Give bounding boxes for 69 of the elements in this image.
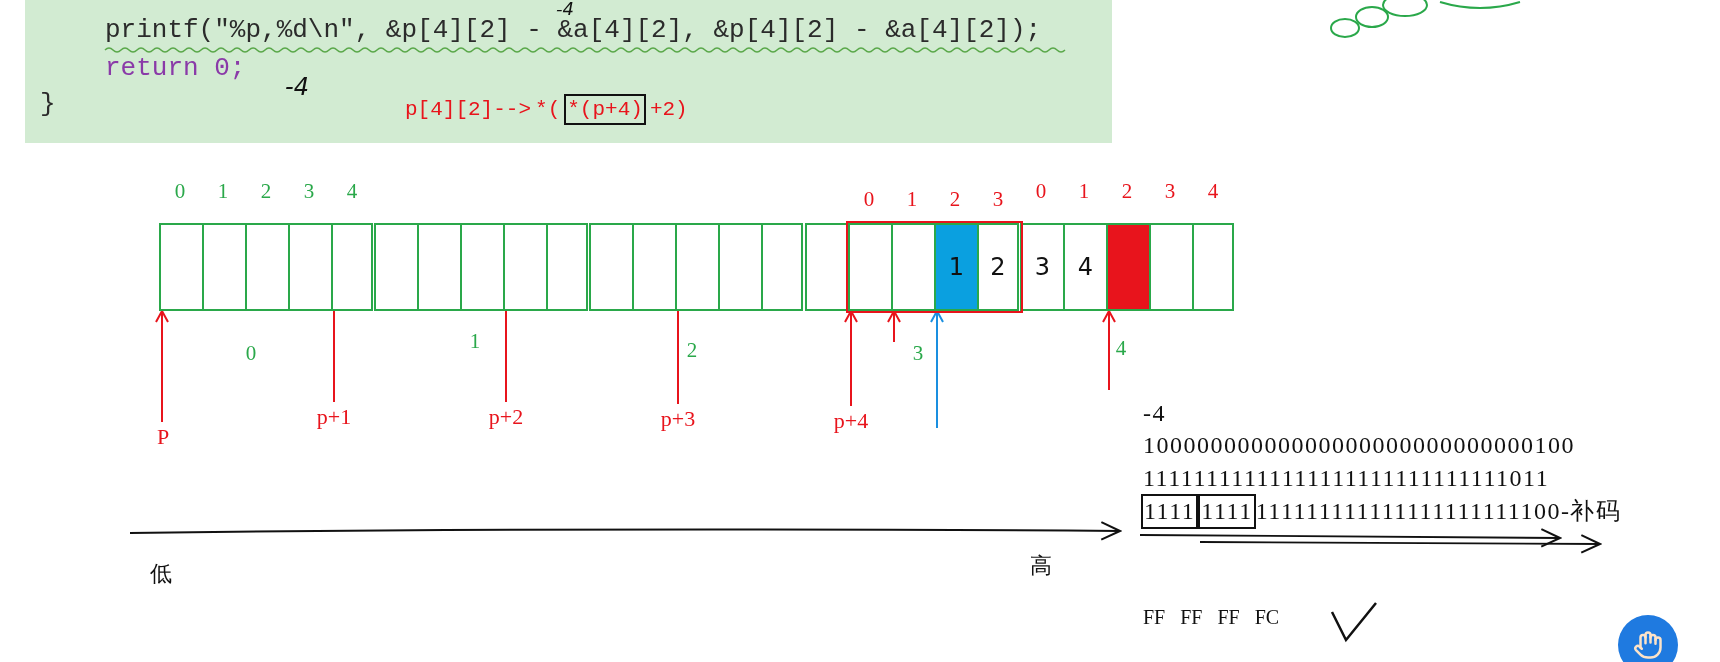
index-number: 1 — [906, 186, 918, 213]
memory-cell — [589, 223, 634, 311]
pointer-arrow — [930, 310, 944, 429]
index-number: 2 — [949, 186, 961, 213]
memory-cell — [159, 223, 204, 311]
memory-cell — [374, 223, 419, 311]
memory-cell — [1106, 223, 1151, 311]
memory-cell — [460, 223, 505, 311]
code-line: return 0; — [105, 52, 246, 85]
binary-number: 11111111111111111111111111111011 — [1143, 464, 1550, 493]
memory-cell — [718, 223, 763, 311]
index-number: 0 — [863, 186, 875, 213]
axis-label: 高 — [1030, 552, 1052, 580]
memory-cell — [761, 223, 803, 311]
pointer-label: p+1 — [306, 402, 362, 432]
index-number: 3 — [992, 186, 1004, 213]
memory-cell — [331, 223, 373, 311]
pointer-label: P — [135, 422, 191, 452]
pointer-label: p+3 — [650, 404, 706, 434]
index-number: 0 — [245, 340, 257, 367]
memory-cell — [202, 223, 247, 311]
index-number: 4 — [1207, 178, 1219, 205]
pointer-arrow — [887, 310, 901, 343]
code-line: } — [40, 88, 56, 121]
index-number: 3 — [1164, 178, 1176, 205]
memory-cell — [288, 223, 333, 311]
index-number: 4 — [1115, 335, 1127, 362]
handwritten-note: -4 — [556, 0, 574, 18]
code-line: printf("%p,%d\n", &p[4][2] - &a[4][2], &p[4][2] - &a[4][2]); — [105, 15, 1042, 47]
index-number: 1 — [1078, 178, 1090, 205]
index-number: 0 — [1035, 178, 1047, 205]
axis-label: 低 — [150, 560, 172, 588]
pointer-arrow — [155, 310, 169, 423]
memory-cell — [675, 223, 720, 311]
pointer-arrow — [844, 310, 858, 407]
handwritten-note: -4 — [285, 72, 309, 103]
index-number: 2 — [686, 337, 698, 364]
memory-cell — [245, 223, 290, 311]
memory-cell — [546, 223, 588, 311]
memory-cell — [632, 223, 677, 311]
index-number: 2 — [1121, 178, 1133, 205]
pointer-label: p+4 — [823, 406, 879, 436]
memory-cell — [503, 223, 548, 311]
memory-cell — [1149, 223, 1194, 311]
index-number: 1 — [217, 178, 229, 205]
binary-number: 10000000000000000000000000000100 — [1143, 431, 1575, 460]
pointer-arrow — [1102, 310, 1116, 391]
annotation-text: *(p+4) — [564, 94, 646, 126]
memory-cell — [848, 223, 893, 311]
annotation-text: *( — [535, 97, 561, 123]
index-number: 2 — [260, 178, 272, 205]
pointer-label: p+2 — [478, 402, 534, 432]
index-number: 3 — [912, 340, 924, 367]
annotation-text: +2) — [649, 97, 688, 123]
memory-cell — [417, 223, 462, 311]
memory-cell: 3 — [1020, 223, 1065, 311]
binary-number: 111111111111111111111100-补码 — [1255, 497, 1622, 526]
hex-bytes: FF FF FF FC — [1143, 605, 1280, 630]
index-number: 0 — [174, 178, 186, 205]
memory-cell — [1192, 223, 1234, 311]
annotation-text: p[4][2]--> — [405, 97, 532, 123]
index-number: 4 — [346, 178, 358, 205]
binary-number: 1111 — [1141, 494, 1199, 530]
index-number: 3 — [303, 178, 315, 205]
memory-cell: 1 — [934, 223, 979, 311]
binary-number: 1111 — [1198, 494, 1256, 530]
memory-cell: 2 — [977, 223, 1019, 311]
binary-number: -4 — [1143, 399, 1166, 428]
index-number: 1 — [469, 328, 481, 355]
